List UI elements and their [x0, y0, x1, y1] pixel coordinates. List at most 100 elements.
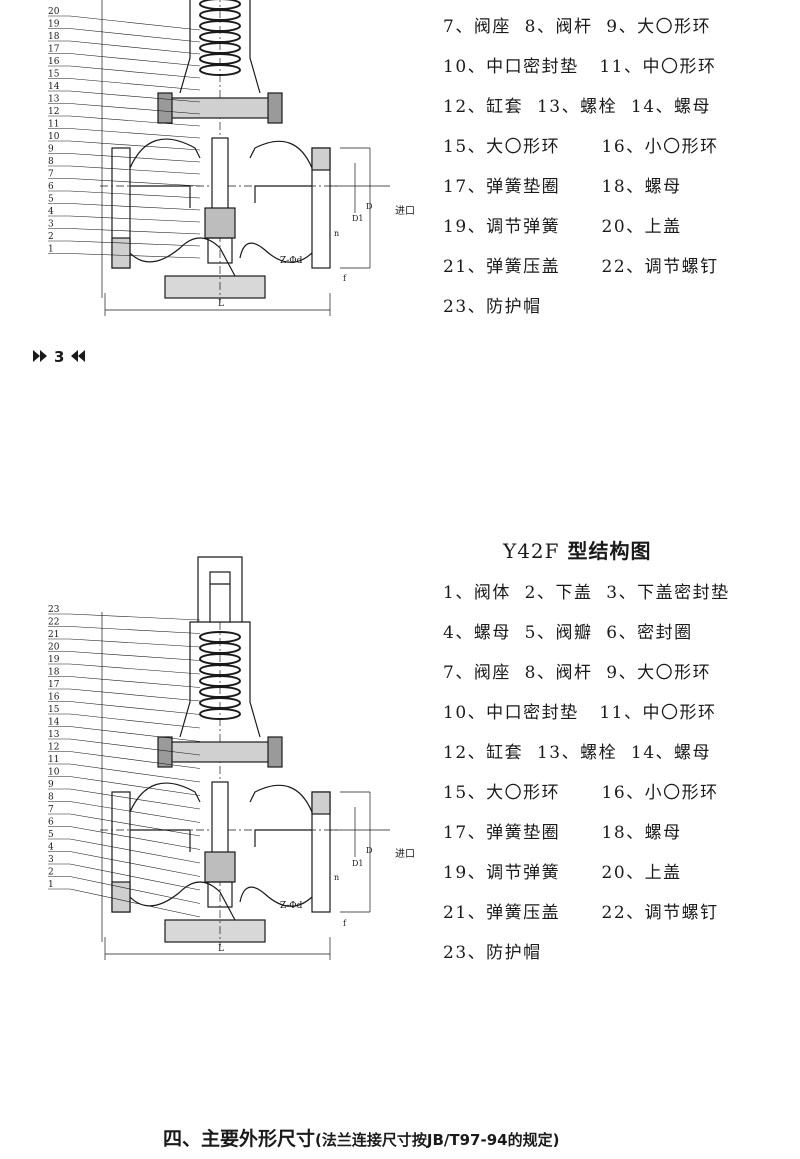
valve-nut [207, 881, 233, 908]
spring-coil [199, 631, 241, 643]
length-label: L [218, 944, 224, 954]
callout-number: 18 [48, 32, 60, 42]
part-line: 15、大〇形环 16、小〇形环 [443, 137, 719, 157]
spring-housing [179, 0, 261, 94]
callout-leader [69, 663, 201, 675]
inlet-label: 进口 [395, 205, 415, 217]
callout-leader [69, 203, 201, 211]
callout-number: 2 [48, 232, 54, 242]
callout-number: 21 [48, 630, 59, 640]
title-text: 型结构图 [567, 539, 652, 563]
part-line: 17、弹簧垫圈 18、螺母 [443, 177, 682, 197]
d-label: D [366, 202, 372, 211]
part-line: 12、缸套 13、螺栓 14、螺母 [443, 97, 712, 117]
callout-number: 19 [48, 655, 60, 665]
callout-number: 15 [48, 705, 60, 715]
part-line: 21、弹簧压盖 22、调节螺钉 [443, 903, 719, 923]
callout-number: 22 [48, 618, 59, 628]
callout-number: 12 [48, 107, 59, 117]
page-number: 3 [54, 348, 65, 366]
callout-leader [69, 726, 201, 742]
callout-leader [69, 140, 201, 151]
n-label: n [334, 873, 339, 882]
callout-leader [69, 751, 201, 769]
d1-label: D1 [352, 859, 364, 868]
valve-nut [207, 237, 233, 264]
callout-number: 3 [48, 855, 54, 865]
bonnet-flange [164, 97, 276, 119]
callout-leader [69, 253, 201, 259]
page-marker: 3 [33, 348, 86, 366]
callout-leader [69, 153, 201, 163]
body-outline-right [239, 784, 313, 907]
d-label: D [366, 846, 372, 855]
callout-number: 6 [48, 818, 54, 828]
callout-number: 16 [48, 57, 60, 67]
d1-label: D1 [352, 214, 364, 223]
callout-number: 20 [48, 7, 60, 17]
bonnet-flange [164, 741, 276, 763]
valve-disc [204, 851, 236, 883]
bonnet-bolt-right [267, 92, 283, 124]
part-line: 7、阀座 8、阀杆 9、大〇形环 [443, 663, 712, 683]
structure-diagram-title: Y42F 型结构图 [503, 535, 652, 564]
callout-leader [69, 838, 201, 864]
bonnet-bolt-left [157, 92, 173, 124]
callout-number: 11 [48, 120, 59, 130]
callout-number: 5 [48, 195, 54, 205]
callout-number: 13 [48, 95, 60, 105]
adjust-screw [209, 571, 231, 623]
callout-leader [69, 851, 201, 877]
callout-leader [69, 701, 201, 715]
base-plate [164, 919, 266, 943]
protective-cap [197, 556, 243, 622]
callout-leader [69, 65, 201, 79]
bonnet-bolt-left [157, 736, 173, 768]
part-line: 4、螺母 5、阀瓣 6、密封圈 [443, 623, 693, 643]
f-label: f [343, 919, 347, 928]
callout-number: 3 [48, 220, 54, 230]
callout-number: 19 [48, 20, 60, 30]
callout-leader [69, 763, 201, 783]
callout-number: 4 [48, 207, 54, 217]
part-line: 10、中口密封垫 11、中〇形环 [443, 57, 717, 77]
callout-leader [69, 638, 201, 648]
callout-number: 18 [48, 668, 60, 678]
callout-leader [69, 876, 201, 904]
callout-number: 7 [48, 170, 54, 180]
callout-leader [69, 90, 201, 103]
right-flange-bolt [311, 791, 331, 815]
model-number: Y42F [503, 539, 560, 563]
callout-leader [69, 128, 201, 139]
left-flange-bolt [111, 881, 131, 913]
callout-number: 12 [48, 743, 59, 753]
callout-leader [69, 863, 201, 891]
callout-number: 13 [48, 730, 60, 740]
callout-leader [69, 15, 201, 31]
callout-leader [69, 215, 201, 223]
callout-leader [69, 40, 201, 55]
callout-number: 23 [48, 605, 60, 615]
callout-number: 17 [48, 45, 60, 55]
callout-number: 14 [48, 718, 60, 728]
callout-number: 14 [48, 82, 60, 92]
callout-number: 10 [48, 132, 60, 142]
callout-number: 10 [48, 768, 60, 778]
body-outline-right [239, 140, 313, 263]
callout-number: 5 [48, 830, 54, 840]
callout-leader [69, 28, 201, 43]
callout-number: 8 [48, 793, 54, 803]
callout-number: 4 [48, 843, 54, 853]
callout-leader [69, 801, 201, 823]
part-line: 15、大〇形环 16、小〇形环 [443, 783, 719, 803]
part-line: 10、中口密封垫 11、中〇形环 [443, 703, 717, 723]
callout-leader [69, 240, 201, 247]
part-line: 23、防护帽 [443, 943, 542, 963]
body-outline-left [129, 138, 236, 277]
callout-number: 2 [48, 868, 54, 878]
callout-leader [69, 613, 201, 621]
